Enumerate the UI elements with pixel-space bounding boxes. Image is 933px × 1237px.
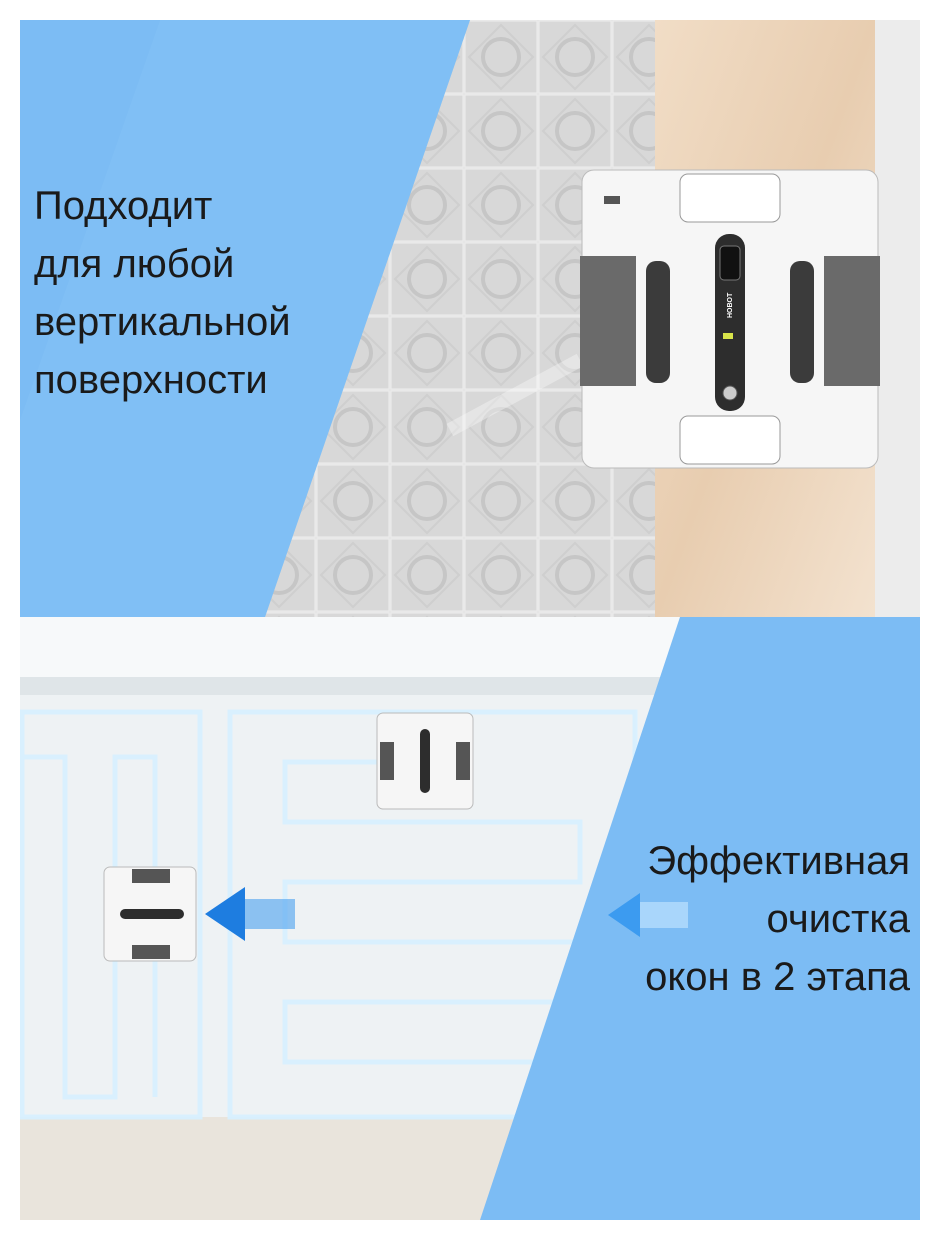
surface-headline: Подходит для любой вертикальной поверхно… (34, 177, 291, 409)
direction-arrow (608, 893, 688, 937)
window-path-background (20, 617, 920, 1220)
headline-line: вертикальной (34, 300, 291, 344)
robot-brand-label: HOBOT (727, 292, 734, 318)
headline-line: окон в 2 этапа (645, 955, 910, 999)
window-robot-image: HOBOT (580, 169, 880, 469)
headline-line: для любой (34, 242, 235, 286)
headline-line: Эффективная (647, 839, 910, 883)
cleaning-path-panel: Эффективная очистка окон в 2 этапа (20, 617, 920, 1220)
small-robot-top (376, 712, 474, 810)
headline-line: очистка (766, 897, 911, 941)
headline-line: поверхности (34, 358, 268, 402)
small-robot-left (103, 866, 197, 962)
blue-accent-shape (480, 617, 920, 1220)
cleaning-headline: Эффективная очистка окон в 2 этапа (645, 832, 910, 1006)
direction-arrow (205, 887, 295, 941)
headline-line: Подходит (34, 184, 213, 228)
surface-suitability-panel: HOBOT Подходит для любой вертикальной по… (20, 20, 920, 617)
